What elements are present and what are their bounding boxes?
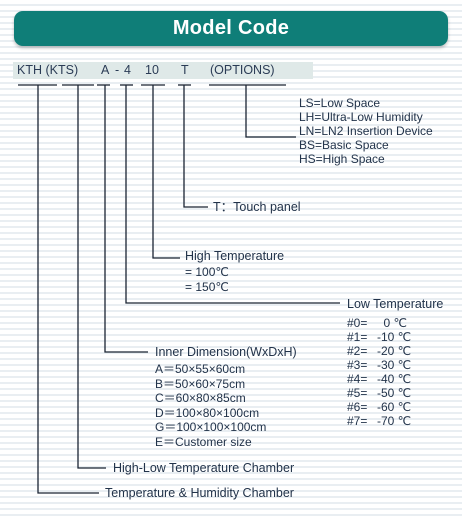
connector-high-temp [152, 85, 180, 259]
high-temp-values: = 100℃ = 150℃ [185, 265, 229, 295]
dimension-item: D＝100×80×100cm [155, 405, 260, 420]
dimension-item: B＝50×60×75cm [155, 376, 246, 391]
low-temp-row: #5= -50 ℃ [347, 386, 412, 400]
dimension-heading: Inner Dimension(WxDxH) [155, 345, 297, 359]
low-temp-row: #0= 0 ℃ [347, 316, 407, 330]
low-temp-value: -70 ℃ [377, 414, 412, 428]
low-temp-code: #3= [347, 358, 368, 372]
low-temp-row: #2= -20 ℃ [347, 344, 412, 358]
option-item: BS=Basic Space [299, 138, 389, 152]
low-temp-code: #5= [347, 386, 368, 400]
dimension-item: E＝Customer size [155, 434, 252, 449]
low-temp-heading: Low Temperature [347, 297, 444, 311]
low-temp-row: #6= -60 ℃ [347, 400, 412, 414]
low-temp-value: 0 ℃ [383, 316, 407, 330]
option-item: LN=LN2 Insertion Device [299, 124, 433, 138]
connector-options [245, 85, 296, 138]
page-title: Model Code [172, 17, 290, 39]
code-segment-touch: T [181, 63, 189, 77]
low-temp-row: #7= -70 ℃ [347, 414, 412, 428]
touch-panel-label: T：Touch panel [213, 200, 301, 214]
high-temp-item: = 100℃ [185, 265, 229, 279]
dimension-item: C＝60×80×85cm [155, 391, 246, 405]
code-segment-options: (OPTIONS) [210, 63, 275, 77]
title-banner: Model Code [14, 11, 448, 46]
high-temp-heading: High Temperature [185, 249, 285, 263]
low-temp-codes: #0= 0 ℃ #1= -10 ℃ #2= -20 ℃ #3= -30 ℃ #4= -40… [347, 316, 412, 428]
option-item: HS=High Space [299, 152, 385, 166]
connector-humidity [37, 85, 99, 494]
low-temp-value: -60 ℃ [377, 400, 412, 414]
chamber-type-label: High-Low Temperature Chamber [113, 461, 295, 475]
low-temp-code: #0= [347, 316, 368, 330]
low-temp-value: -50 ℃ [377, 386, 412, 400]
humidity-chamber-label: Temperature & Humidity Chamber [105, 486, 294, 500]
dimension-item: G＝100×100×100cm [155, 420, 267, 434]
low-temp-code: #1= [347, 330, 368, 344]
option-item: LH=Ultra-Low Humidity [299, 110, 423, 124]
code-segment-dimension: A [101, 63, 110, 77]
option-item: LS=Low Space [299, 96, 381, 110]
code-segment-dash: - [115, 63, 120, 77]
low-temp-row: #1= -10 ℃ [347, 330, 412, 344]
low-temp-code: #2= [347, 344, 368, 358]
dimension-item: A＝50×55×60cm [155, 362, 246, 376]
code-segment-model: KTH (KTS) [17, 63, 79, 77]
options-list: LS=Low Space LH=Ultra-Low Humidity LN=LN… [299, 96, 433, 166]
low-temp-code: #4= [347, 372, 368, 386]
low-temp-value: -30 ℃ [377, 358, 412, 372]
connector-dimension [104, 85, 148, 353]
code-segment-high-temp: 10 [145, 63, 159, 77]
code-segment-low-temp: 4 [124, 63, 131, 77]
low-temp-code: #6= [347, 400, 368, 414]
low-temp-value: -40 ℃ [377, 372, 412, 386]
low-temp-code: #7= [347, 414, 368, 428]
model-code-bar [13, 62, 313, 79]
connector-low-temp [125, 85, 340, 304]
low-temp-row: #4= -40 ℃ [347, 372, 412, 386]
low-temp-row: #3= -30 ℃ [347, 358, 412, 372]
low-temp-value: -20 ℃ [377, 344, 412, 358]
dimension-list: A＝50×55×60cm B＝50×60×75cm C＝60×80×85cm D… [155, 362, 266, 449]
high-temp-item: = 150℃ [185, 280, 229, 294]
connector-chamber [77, 85, 106, 469]
low-temp-value: -10 ℃ [377, 330, 412, 344]
connector-touch [183, 85, 208, 208]
